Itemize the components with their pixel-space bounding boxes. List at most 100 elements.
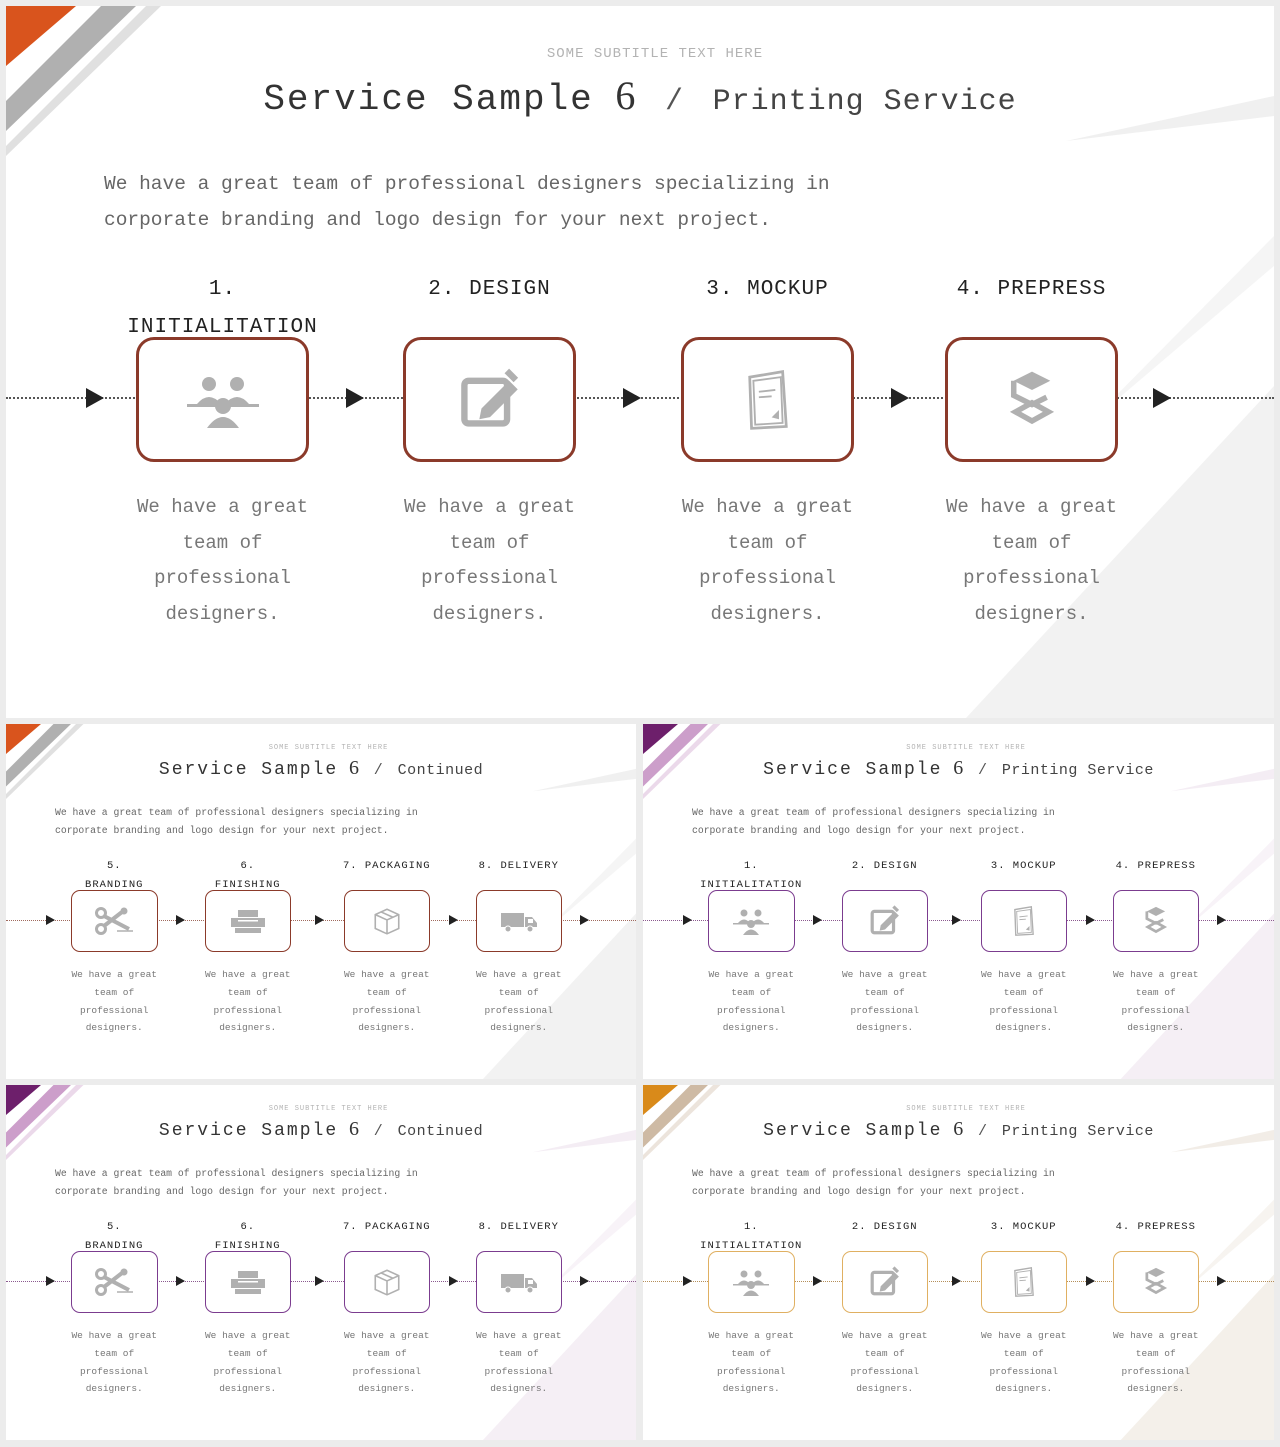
slide-subtitle: SOME SUBTITLE TEXT HERE: [268, 1105, 389, 1113]
step-icon-box: [1112, 889, 1199, 952]
step-description-line: designers.: [219, 1383, 277, 1395]
step-description-line: team of: [366, 986, 407, 998]
step-label-line: INITIALITATION: [700, 879, 803, 891]
step-description-line: team of: [227, 986, 268, 998]
title-main: Service Sample: [158, 1121, 339, 1141]
intro-paragraph: We have a great team of professional des…: [692, 1165, 1055, 1201]
step-description-line: designers.: [995, 1383, 1053, 1395]
step-description-line: team of: [727, 531, 808, 554]
truck-icon: [499, 905, 539, 937]
step-description-line: We have a great: [475, 969, 562, 980]
step-label-line: 7. PACKAGING: [342, 860, 431, 872]
scissors-icon: [94, 1266, 134, 1298]
title-subtitle: Printing Service: [712, 85, 1017, 119]
step-label: 3. MOCKUP: [941, 855, 1108, 877]
step-description-line: professional: [717, 1004, 786, 1016]
title-number: 6: [953, 757, 964, 779]
step-description-line: professional: [80, 1365, 149, 1377]
step-description-line: designers.: [358, 1383, 416, 1395]
step-description-line: professional: [1121, 1004, 1190, 1016]
step-label: 4. PREPRESS: [905, 268, 1158, 312]
intro-line: We have a great team of professional des…: [55, 807, 418, 818]
step-icon-box: [475, 1250, 562, 1313]
corner-decoration: [643, 1085, 721, 1160]
intro-paragraph: We have a great team of professional des…: [55, 1165, 418, 1201]
title-number: 6: [953, 1118, 964, 1140]
step-description-line: professional: [484, 1004, 553, 1016]
step-icon-box: [980, 889, 1067, 952]
title-number: 6: [615, 73, 636, 118]
background-sweep: [966, 96, 1274, 718]
intro-paragraph: We have a great team of professional des…: [692, 804, 1055, 840]
flow-arrow-icon: [813, 915, 822, 925]
step-label-line: 1.: [743, 1221, 759, 1233]
step-description-line: team of: [366, 1347, 407, 1359]
step-label-line: 2. DESIGN: [851, 860, 918, 872]
document-icon: [1004, 1266, 1044, 1298]
step-label: 1.INITIALITATION: [96, 268, 349, 350]
intro-line: We have a great team of professional des…: [104, 173, 830, 195]
title-main: Service Sample: [263, 79, 594, 120]
step-label: 2. DESIGN: [802, 855, 969, 877]
step-description-line: team of: [864, 986, 905, 998]
step-description-line: designers.: [856, 1022, 914, 1034]
flow-arrow-icon: [1085, 915, 1095, 925]
intro-line: We have a great team of professional des…: [692, 807, 1055, 818]
step-description-line: We have a great: [343, 1330, 430, 1341]
step-description-line: We have a great: [1112, 1330, 1199, 1341]
step-description-line: team of: [731, 986, 772, 998]
team-icon: [183, 368, 263, 432]
slide-title: Service Sample 6 / Printing Service: [643, 1118, 1274, 1141]
intro-line: corporate branding and logo design for y…: [692, 1186, 1026, 1197]
step-description-line: team of: [227, 1347, 268, 1359]
step-description-line: We have a great: [204, 1330, 291, 1341]
step-description-line: designers.: [1127, 1022, 1185, 1034]
step-label: 8. DELIVERY: [436, 855, 603, 877]
flow-arrow-icon: [1216, 915, 1226, 925]
step-description-line: professional: [80, 1004, 149, 1016]
background-sweep: [482, 1129, 636, 1440]
step-description-line: designers.: [219, 1022, 277, 1034]
intro-paragraph: We have a great team of professional des…: [55, 804, 418, 840]
step-label-line: 3. MOCKUP: [706, 278, 829, 301]
step-icon-box: [136, 337, 309, 462]
corner-decoration: [6, 724, 84, 799]
step-icon-box: [475, 889, 562, 952]
slide: SOME SUBTITLE TEXT HERE Service Sample 6 …: [6, 1085, 636, 1440]
slide-title: Service Sample 6 / Printing Service: [643, 757, 1274, 780]
step-label-line: BRANDING: [85, 1240, 144, 1252]
step-label-line: 6.: [240, 1221, 256, 1233]
title-subtitle: Printing Service: [1001, 1123, 1154, 1140]
flow-arrow-icon: [579, 1276, 589, 1286]
title-separator: /: [978, 1123, 988, 1140]
step-label: 4. PREPRESS: [1073, 1216, 1240, 1238]
step-label: 7. PACKAGING: [304, 1216, 471, 1238]
layers-icon: [992, 368, 1072, 432]
step-description-line: We have a great: [71, 969, 157, 980]
corner-decoration: [6, 1085, 84, 1160]
flow-arrow-icon: [891, 388, 909, 408]
flow-arrow-icon: [951, 1276, 961, 1286]
step-description-line: designers.: [165, 602, 280, 625]
step-description-line: professional: [989, 1004, 1058, 1016]
intro-line: corporate branding and logo design for y…: [55, 825, 389, 836]
step-description-line: We have a great: [708, 1330, 794, 1341]
step-description-line: We have a great: [136, 496, 309, 518]
slide-title: Service Sample 6 / Continued: [6, 1118, 636, 1141]
step-label-line: 4. PREPRESS: [1115, 860, 1196, 872]
step-description-line: professional: [484, 1365, 553, 1377]
step-description-line: We have a great: [71, 1330, 157, 1341]
step-label: 7. PACKAGING: [304, 855, 471, 877]
